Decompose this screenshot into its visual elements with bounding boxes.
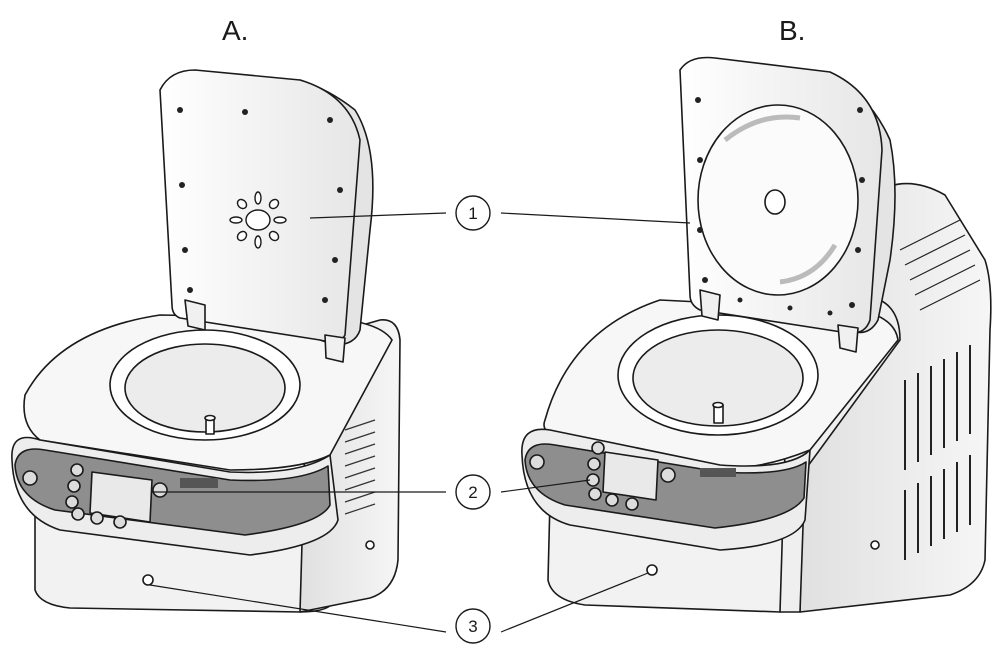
centrifuge-a-hinge-right [324, 334, 346, 363]
callout-1: 1 [455, 195, 491, 231]
centrifuge-b [521, 56, 992, 613]
callout-1-number: 1 [468, 204, 477, 223]
centrifuge-b-foot [646, 564, 658, 576]
callout-3: 3 [455, 608, 491, 644]
callout-2: 2 [455, 474, 491, 510]
centrifuge-b-lid-screws [695, 97, 865, 316]
centrifuge-b-hinge-right [837, 324, 859, 353]
centrifuge-b-lid-center [764, 189, 786, 215]
centrifuge-b-buttons [529, 441, 676, 511]
centrifuge-b-hinge-left [699, 289, 721, 321]
centrifuge-a-lid-screws [177, 107, 343, 303]
callout-lines [149, 212, 691, 633]
centrifuge-a-lid [159, 69, 361, 343]
panel-label-b: B. [779, 15, 805, 46]
centrifuge-a-foot [142, 574, 154, 586]
centrifuge-a-bowl [124, 343, 286, 433]
centrifuge-a-vent [344, 419, 376, 515]
callout-3-number: 3 [468, 617, 477, 636]
centrifuge-b-vent [899, 219, 981, 560]
panel-label-a: A. [222, 15, 248, 46]
centrifuge-a-buttons [22, 463, 168, 529]
callout-2-number: 2 [468, 483, 477, 502]
centrifuge-b-bowl [632, 329, 804, 427]
centrifuge-a [11, 69, 401, 613]
centrifuge-b-display [602, 451, 659, 501]
centrifuge-a-hinge-left [184, 299, 206, 331]
centrifuge-a-lid-rosette [229, 191, 287, 249]
centrifuge-a-display [89, 471, 153, 523]
